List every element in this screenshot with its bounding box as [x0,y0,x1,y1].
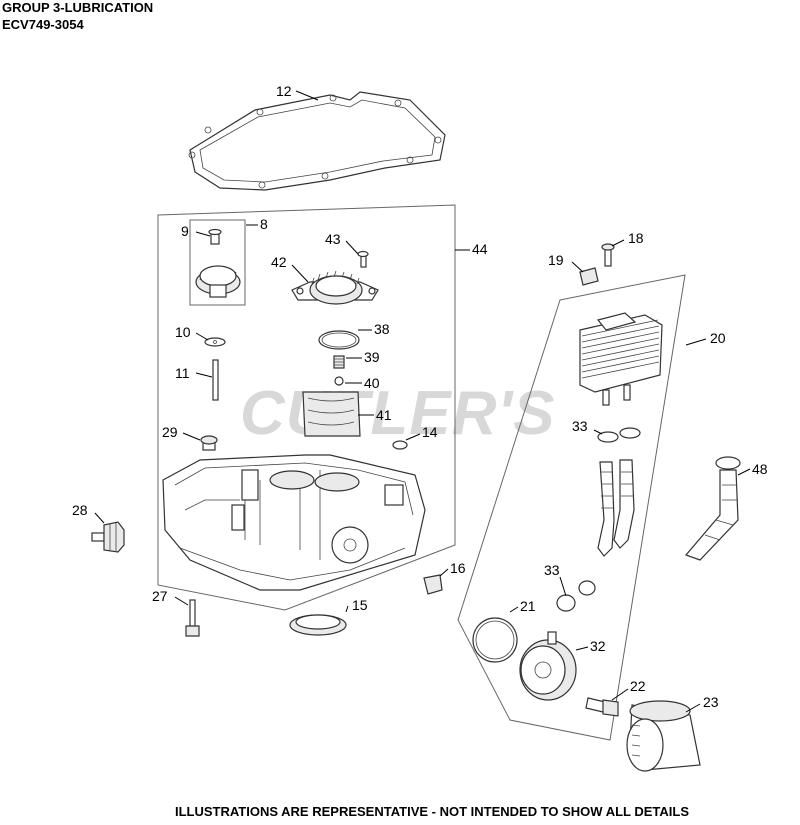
part-33-clamp-lower [556,580,596,612]
leader-lines [94,90,751,713]
callout-18: 18 [628,230,644,246]
callout-21: 21 [520,598,536,614]
part-8-governor-gear [195,265,241,298]
part-9-pin [208,228,222,245]
callout-42: 42 [271,254,287,270]
callout-27: 27 [152,588,168,604]
disclaimer-footer: ILLUSTRATIONS ARE REPRESENTATIVE - NOT I… [175,804,689,819]
part-48-hose [684,456,741,561]
part-18-screw [601,243,615,267]
part-40-ball [334,376,344,386]
group-outline-oil-cooler [457,274,686,741]
gasket-bolt-holes [188,94,442,189]
callout-20: 20 [710,330,726,346]
callout-39: 39 [364,349,380,365]
oil-pan-housing [162,454,426,591]
part-15-seal [289,614,347,636]
part-19-clip [579,267,599,286]
group-outline-8 [189,219,246,306]
callout-44: 44 [472,241,488,257]
part-38-o-ring [318,330,360,350]
part-21-o-ring [472,617,518,663]
part-16-bushing [423,574,443,595]
part-28-fitting [91,521,125,553]
callout-38: 38 [374,321,390,337]
callout-12: 12 [276,83,292,99]
part-43-screw [357,250,369,268]
part-20-oil-cooler [579,312,663,406]
callout-11: 11 [175,365,190,381]
oil-cooler-hoses [597,459,635,557]
callout-28: 28 [72,502,88,518]
callout-8: 8 [260,216,268,232]
callout-9: 9 [181,223,189,239]
part-32-filter-adapter [519,631,577,701]
callout-16: 16 [450,560,466,576]
callout-33-upper: 33 [572,418,588,434]
part-14-o-ring [392,440,408,450]
diagram-title: GROUP 3-LUBRICATION [2,0,154,15]
part-10-washer [204,337,226,347]
callout-32: 32 [590,638,606,654]
part-27-bolt [185,599,200,637]
callout-29: 29 [162,424,178,440]
part-39-spring [333,355,345,369]
callout-41: 41 [376,407,392,423]
callout-48: 48 [752,461,768,477]
part-12-gasket [189,91,446,191]
callout-22: 22 [630,678,646,694]
part-42-oil-pump [291,270,379,305]
callout-labels: 12 8 9 10 11 43 42 38 39 40 41 14 29 44 … [72,83,768,710]
part-29-plug [200,435,218,451]
callout-19: 19 [548,252,564,268]
part-33-clamp-upper [597,427,641,443]
callout-14: 14 [422,424,438,440]
group-outline-44 [157,204,456,611]
watermark: CUTLER'S [240,379,556,448]
part-11-shaft [212,359,219,401]
callout-43: 43 [325,231,341,247]
part-22-nipple [585,697,619,717]
part-23-oil-filter [626,700,701,772]
model-number: ECV749-3054 [2,17,84,32]
callout-40: 40 [364,375,380,391]
callout-10: 10 [175,324,191,340]
callout-23: 23 [703,694,719,710]
callout-15: 15 [352,597,368,613]
callout-33-lower: 33 [544,562,560,578]
part-41-screen [302,391,361,437]
